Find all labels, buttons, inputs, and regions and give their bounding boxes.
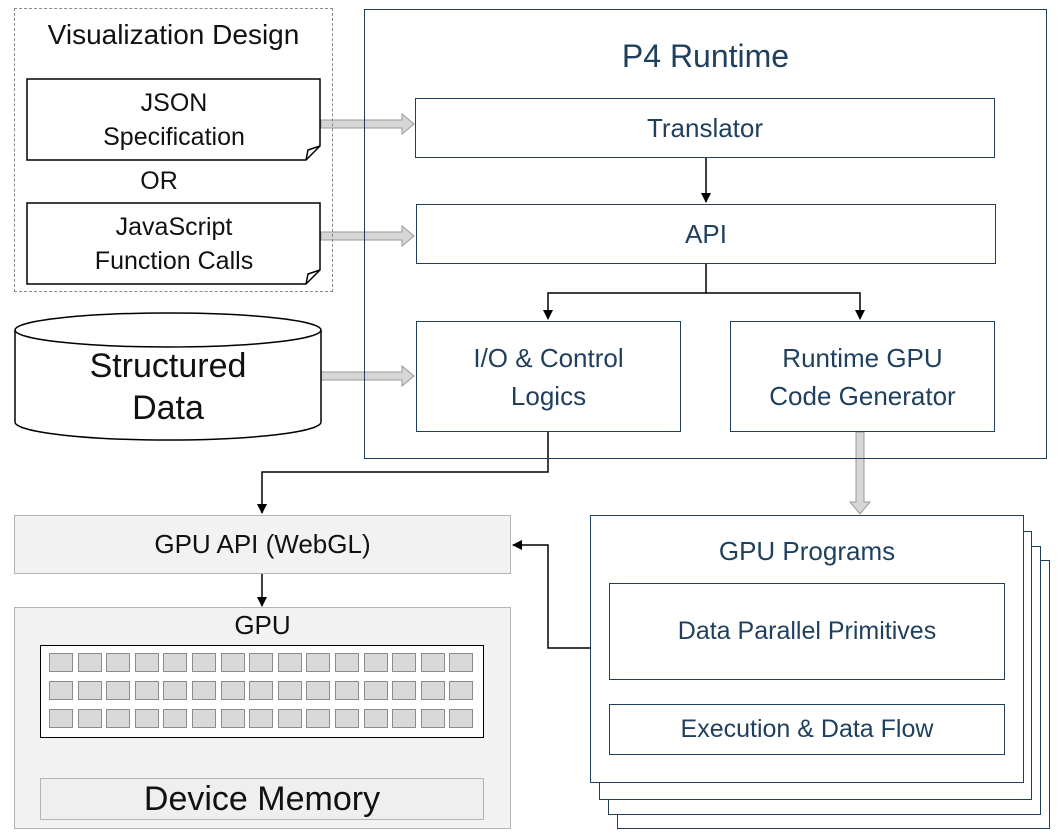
api-box: API <box>416 204 996 264</box>
core-cell <box>277 709 302 728</box>
core-cell <box>49 653 73 672</box>
core-cell <box>249 653 274 672</box>
core-cell <box>306 709 331 728</box>
core-cell <box>134 681 159 700</box>
codegen-line2: Code Generator <box>769 380 956 411</box>
arrow-io-to-gpu-api <box>257 431 549 514</box>
core-cell <box>392 681 417 700</box>
core-cell <box>449 681 474 700</box>
core-cell <box>191 653 216 672</box>
core-cell <box>163 653 188 672</box>
core-cell <box>363 709 388 728</box>
block-arrow-data-to-io <box>320 364 415 388</box>
translator-box: Translator <box>415 98 995 158</box>
core-cell <box>134 709 159 728</box>
core-cell <box>420 681 445 700</box>
core-cell <box>220 681 245 700</box>
core-cell <box>163 709 188 728</box>
core-cell <box>220 709 245 728</box>
core-cell <box>77 709 102 728</box>
core-cell <box>106 709 131 728</box>
execution-data-flow-box: Execution & Data Flow <box>609 704 1005 755</box>
core-cell <box>363 653 388 672</box>
core-cell <box>334 709 359 728</box>
json-spec-line2: Specification <box>103 123 245 151</box>
core-row-2 <box>49 681 474 700</box>
codegen-line1: Runtime GPU <box>782 342 943 373</box>
or-label: OR <box>140 166 178 195</box>
core-cell <box>77 681 102 700</box>
core-cell <box>449 709 474 728</box>
arrow-programs-to-gpu-api <box>512 540 590 649</box>
json-spec-document <box>26 78 321 161</box>
core-row-3 <box>49 709 474 728</box>
core-cell <box>306 681 331 700</box>
device-memory-box: Device Memory <box>40 778 484 820</box>
gpu-title: GPU <box>234 609 291 640</box>
block-arrow-json-to-translator <box>320 112 415 136</box>
block-arrow-codegen-to-programs <box>848 431 872 515</box>
core-cell <box>277 653 302 672</box>
core-cell <box>363 681 388 700</box>
core-cell <box>220 653 245 672</box>
core-cell <box>306 653 331 672</box>
core-cell <box>106 681 131 700</box>
io-control-box: I/O & Control Logics <box>416 321 681 432</box>
js-calls-document <box>26 202 321 285</box>
core-cell <box>420 709 445 728</box>
gpu-api-box: GPU API (WebGL) <box>14 515 511 574</box>
core-cell <box>77 653 102 672</box>
structured-data-cylinder <box>14 312 322 441</box>
js-calls-label: JavaScript Function Calls <box>26 202 322 286</box>
core-cell <box>277 681 302 700</box>
js-calls-line1: JavaScript <box>115 213 233 241</box>
json-spec-line1: JSON <box>140 89 208 117</box>
core-cell <box>334 653 359 672</box>
core-cell <box>449 653 474 672</box>
p4-runtime-container <box>364 9 1047 459</box>
io-control-line2: Logics <box>510 380 587 411</box>
core-cell <box>191 681 216 700</box>
p4-runtime-title: P4 Runtime <box>621 37 790 74</box>
arrow-api-fork <box>543 263 707 320</box>
core-cell <box>392 709 417 728</box>
core-cell <box>392 653 417 672</box>
block-arrow-js-to-api <box>320 224 415 248</box>
io-control-line1: I/O & Control <box>473 342 624 373</box>
core-cell <box>334 681 359 700</box>
core-cell <box>49 681 73 700</box>
data-parallel-primitives-box: Data Parallel Primitives <box>609 583 1005 680</box>
core-cell <box>49 709 73 728</box>
core-cell <box>106 653 131 672</box>
core-cell <box>420 653 445 672</box>
core-cell <box>249 681 274 700</box>
codegen-box: Runtime GPU Code Generator <box>730 321 995 432</box>
js-calls-line2: Function Calls <box>94 247 254 275</box>
structured-data-label: Structured Data <box>14 342 322 432</box>
structured-data-line1: Structured <box>89 347 247 385</box>
core-cell <box>134 653 159 672</box>
structured-data-line2: Data <box>132 389 204 427</box>
arrow-api-to-codegen <box>706 292 865 320</box>
core-cell <box>191 709 216 728</box>
gpu-programs-title: GPU Programs <box>718 535 896 566</box>
core-cell <box>163 681 188 700</box>
json-spec-label: JSON Specification <box>26 78 322 162</box>
core-cell <box>249 709 274 728</box>
visualization-design-title: Visualization Design <box>47 19 300 50</box>
gpu-cores-array <box>40 645 484 738</box>
visualization-design-group <box>14 8 333 292</box>
core-row-1 <box>49 653 474 672</box>
